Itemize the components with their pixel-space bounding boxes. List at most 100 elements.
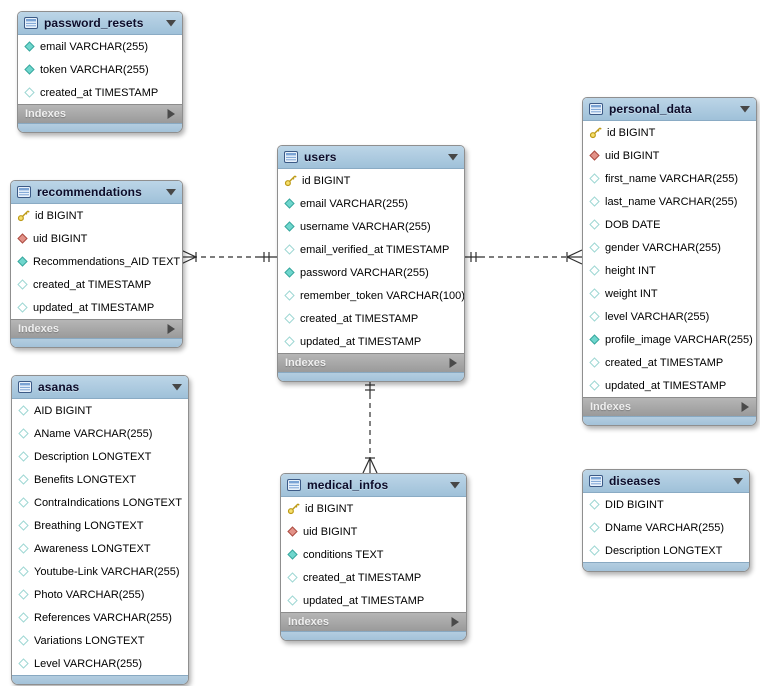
column-row[interactable]: Breathing LONGTEXT: [12, 514, 188, 537]
foreign-key-icon: [589, 150, 600, 161]
column-row[interactable]: References VARCHAR(255): [12, 606, 188, 629]
indexes-bar[interactable]: Indexes: [278, 353, 464, 372]
column-row[interactable]: updated_at TIMESTAMP: [11, 296, 182, 319]
relationship-line[interactable]: [362, 457, 371, 474]
column-text: Photo VARCHAR(255): [34, 588, 145, 601]
column-row[interactable]: updated_at TIMESTAMP: [583, 374, 756, 397]
column-row[interactable]: updated_at TIMESTAMP: [278, 330, 464, 353]
column-row[interactable]: email VARCHAR(255): [278, 192, 464, 215]
relationship-line[interactable]: [566, 249, 583, 258]
table-header[interactable]: users: [278, 146, 464, 169]
collapse-arrow-icon[interactable]: [166, 188, 176, 196]
table-icon: [17, 186, 31, 198]
column-row[interactable]: uid BIGINT: [583, 144, 756, 167]
column-row[interactable]: created_at TIMESTAMP: [18, 81, 182, 104]
indexes-bar[interactable]: Indexes: [18, 104, 182, 123]
column-text: References VARCHAR(255): [34, 611, 172, 624]
table-icon: [24, 17, 38, 29]
expand-indexes-icon[interactable]: [449, 358, 457, 368]
column-row[interactable]: Variations LONGTEXT: [12, 629, 188, 652]
column-row[interactable]: Benefits LONGTEXT: [12, 468, 188, 491]
column-row[interactable]: Description LONGTEXT: [583, 539, 749, 562]
column-row[interactable]: id BIGINT: [11, 204, 182, 227]
collapse-arrow-icon[interactable]: [740, 105, 750, 113]
relationship-line[interactable]: [180, 249, 197, 258]
column-row[interactable]: created_at TIMESTAMP: [278, 307, 464, 330]
column-row[interactable]: uid BIGINT: [281, 520, 466, 543]
column-row[interactable]: conditions TEXT: [281, 543, 466, 566]
column-row[interactable]: ContraIndications LONGTEXT: [12, 491, 188, 514]
column-row[interactable]: DOB DATE: [583, 213, 756, 236]
column-row[interactable]: id BIGINT: [281, 497, 466, 520]
column-row[interactable]: username VARCHAR(255): [278, 215, 464, 238]
column-row[interactable]: gender VARCHAR(255): [583, 236, 756, 259]
collapse-arrow-icon[interactable]: [733, 477, 743, 485]
column-row[interactable]: created_at TIMESTAMP: [11, 273, 182, 296]
column-row[interactable]: AName VARCHAR(255): [12, 422, 188, 445]
indexes-bar[interactable]: Indexes: [11, 319, 182, 338]
column-row[interactable]: AID BIGINT: [12, 399, 188, 422]
column-row[interactable]: Youtube-Link VARCHAR(255): [12, 560, 188, 583]
column-row[interactable]: email VARCHAR(255): [18, 35, 182, 58]
table-header[interactable]: asanas: [12, 376, 188, 399]
indexes-bar[interactable]: Indexes: [583, 397, 756, 416]
column-row[interactable]: Recommendations_AID TEXT: [11, 250, 182, 273]
collapse-arrow-icon[interactable]: [448, 153, 458, 161]
column-row[interactable]: updated_at TIMESTAMP: [281, 589, 466, 612]
column-row[interactable]: Photo VARCHAR(255): [12, 583, 188, 606]
column-row[interactable]: DName VARCHAR(255): [583, 516, 749, 539]
column-row[interactable]: id BIGINT: [583, 121, 756, 144]
column-text: updated_at TIMESTAMP: [300, 335, 422, 348]
collapse-arrow-icon[interactable]: [450, 481, 460, 489]
column-text: created_at TIMESTAMP: [40, 86, 159, 99]
column-row[interactable]: first_name VARCHAR(255): [583, 167, 756, 190]
column-row[interactable]: token VARCHAR(255): [18, 58, 182, 81]
column-row[interactable]: remember_token VARCHAR(100): [278, 284, 464, 307]
indexes-label: Indexes: [590, 401, 631, 413]
column-row[interactable]: profile_image VARCHAR(255): [583, 328, 756, 351]
relationship-line[interactable]: [566, 256, 583, 265]
column-row[interactable]: Level VARCHAR(255): [12, 652, 188, 675]
collapse-arrow-icon[interactable]: [166, 19, 176, 27]
table-header[interactable]: password_resets: [18, 12, 182, 35]
collapse-arrow-icon[interactable]: [172, 383, 182, 391]
column-row[interactable]: uid BIGINT: [11, 227, 182, 250]
nullable-column-icon: [589, 173, 600, 184]
column-row[interactable]: last_name VARCHAR(255): [583, 190, 756, 213]
nullable-column-icon: [18, 543, 29, 554]
nullable-column-icon: [18, 658, 29, 669]
table-header[interactable]: personal_data: [583, 98, 756, 121]
indexes-bar[interactable]: Indexes: [281, 612, 466, 631]
column-row[interactable]: weight INT: [583, 282, 756, 305]
relationship-line[interactable]: [369, 457, 378, 474]
relationship-line[interactable]: [180, 256, 197, 265]
column-text: conditions TEXT: [303, 548, 384, 561]
column-row[interactable]: created_at TIMESTAMP: [281, 566, 466, 589]
table-header[interactable]: medical_infos: [281, 474, 466, 497]
expand-indexes-icon[interactable]: [741, 402, 749, 412]
nullable-column-icon: [284, 336, 295, 347]
table-header[interactable]: diseases: [583, 470, 749, 493]
column-row[interactable]: email_verified_at TIMESTAMP: [278, 238, 464, 261]
expand-indexes-icon[interactable]: [167, 109, 175, 119]
column-row[interactable]: password VARCHAR(255): [278, 261, 464, 284]
expand-indexes-icon[interactable]: [167, 324, 175, 334]
column-row[interactable]: created_at TIMESTAMP: [583, 351, 756, 374]
column-row[interactable]: Awareness LONGTEXT: [12, 537, 188, 560]
nullable-column-icon: [589, 219, 600, 230]
expand-indexes-icon[interactable]: [451, 617, 459, 627]
column-row[interactable]: level VARCHAR(255): [583, 305, 756, 328]
column-row[interactable]: id BIGINT: [278, 169, 464, 192]
column-row[interactable]: Description LONGTEXT: [12, 445, 188, 468]
column-row[interactable]: height INT: [583, 259, 756, 282]
column-row[interactable]: DID BIGINT: [583, 493, 749, 516]
table-header[interactable]: recommendations: [11, 181, 182, 204]
column-text: Benefits LONGTEXT: [34, 473, 137, 486]
